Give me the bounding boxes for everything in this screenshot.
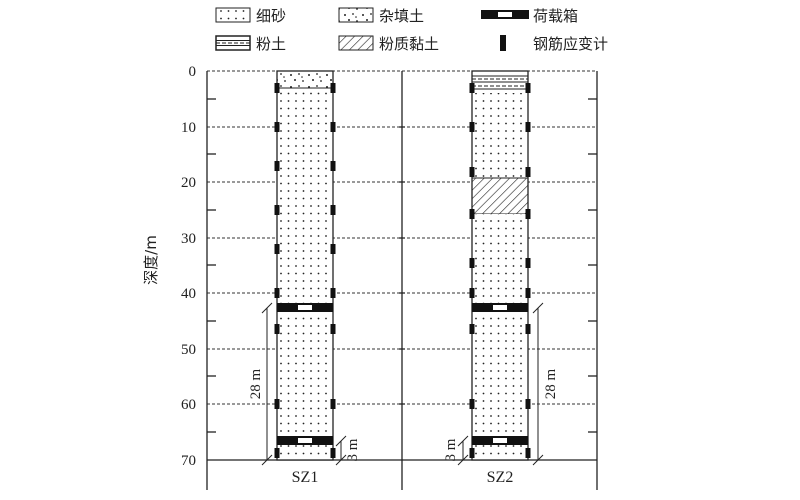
tick-label: 60 — [181, 397, 196, 413]
dimension-28m-label: 28 m — [543, 368, 559, 399]
dimension-28m — [261, 302, 273, 466]
dimension-3m — [335, 435, 347, 466]
legend-item-silty-clay: 粉质黏土 — [338, 35, 439, 53]
legend-item-fine-sand: 细砂 — [215, 7, 286, 25]
layer-silty-clay — [472, 178, 528, 214]
tick-label: 30 — [181, 231, 196, 247]
pile-sz2: 28 m 3 m SZ2 — [443, 70, 559, 486]
strain-gauges — [469, 83, 531, 458]
legend-label-fine-sand: 细砂 — [256, 7, 286, 25]
tick-label: 70 — [181, 453, 196, 469]
silt-swatch — [215, 35, 251, 51]
layer-fine-sand — [472, 93, 528, 178]
load-box-upper — [277, 303, 333, 312]
load-box-lower — [277, 436, 333, 445]
pile-label-sz2: SZ2 — [487, 469, 514, 486]
pile-label-sz1: SZ1 — [292, 469, 319, 486]
dimension-28m — [532, 302, 544, 466]
tick-label: 40 — [181, 286, 196, 302]
miscellaneous-fill-swatch — [338, 7, 374, 23]
load-box-lower — [472, 436, 528, 445]
legend-label-silt: 粉土 — [256, 35, 286, 53]
strain-gauges — [274, 83, 336, 458]
depth-axis-title: 深度/m — [142, 235, 160, 285]
dimension-3m — [457, 435, 469, 466]
depth-axis — [206, 71, 598, 490]
layer-fine-sand — [277, 88, 333, 460]
tick-label: 50 — [181, 342, 196, 358]
tick-label: 20 — [181, 175, 196, 191]
legend-label-miscellaneous-fill: 杂填土 — [379, 7, 424, 25]
legend: 细砂 杂填土 荷载箱 粉土 粉质黏土 钢筋应变计 — [215, 7, 608, 53]
layer-miscellaneous-fill — [277, 71, 333, 88]
tick-label: 10 — [181, 120, 196, 136]
legend-item-strain-gauge: 钢筋应变计 — [500, 35, 608, 53]
legend-label-strain-gauge: 钢筋应变计 — [533, 35, 608, 53]
silty-clay-swatch — [338, 35, 374, 51]
dimension-3m-label: 3 m — [345, 438, 361, 461]
pile-sz1: 28 m 3 m SZ1 — [248, 70, 361, 486]
layer-fine-sand — [472, 214, 528, 460]
strain-gauge-icon — [500, 35, 506, 51]
load-box-upper — [472, 303, 528, 312]
dimension-28m-label: 28 m — [248, 368, 264, 399]
legend-item-miscellaneous-fill: 杂填土 — [338, 7, 424, 25]
tick-label: 0 — [189, 64, 197, 80]
legend-label-load-box: 荷载箱 — [533, 7, 578, 25]
depth-tick-labels: 0 10 20 30 40 50 60 70 — [181, 64, 196, 469]
legend-item-silt: 粉土 — [215, 35, 286, 53]
fine-sand-swatch — [215, 7, 251, 23]
legend-item-load-box: 荷载箱 — [481, 7, 578, 25]
legend-label-silty-clay: 粉质黏土 — [379, 35, 439, 53]
dimension-3m-label: 3 m — [443, 438, 459, 461]
